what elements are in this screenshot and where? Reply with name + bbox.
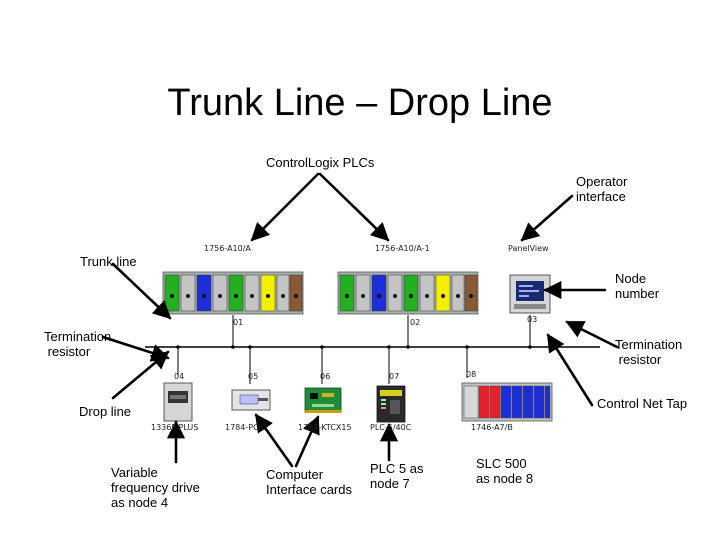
control-net-tap-label: Control Net Tap (597, 396, 688, 411)
arrow-control-net-tap (546, 333, 594, 407)
tap-dot (231, 345, 235, 349)
tap-dots (176, 345, 532, 349)
plc5-label: PLC 5 as node 7 (370, 461, 424, 491)
node-tag-08: 08 (466, 370, 477, 379)
arrow-termination-right (565, 320, 619, 349)
node-tag-05: 05 (248, 372, 259, 381)
tap-dot (176, 345, 180, 349)
node-tag-06: 06 (320, 372, 331, 381)
panelview-tag: PanelView (508, 244, 549, 253)
page-title: Trunk Line – Drop Line (167, 82, 553, 124)
slc500-label: SLC 500 as node 8 (476, 456, 534, 486)
trunk-line-label: Trunk line (80, 254, 137, 269)
pc-interface-card (304, 387, 342, 413)
operator-interface-label: Operator interface (576, 174, 628, 204)
variable-frequency-drive (163, 382, 193, 422)
arrow-computer-right (294, 415, 320, 468)
node-number-label: Node number (615, 271, 660, 301)
drive-model-tag: 1336F PLUS (151, 423, 199, 432)
node-tag-04: 04 (174, 372, 185, 381)
node-tag-07: 07 (389, 372, 400, 381)
controllogix-rack-2 (337, 271, 479, 315)
arrow-controllogix-left (250, 172, 320, 242)
arrow-drop-line (111, 350, 170, 400)
slc500-rack (461, 382, 553, 422)
arrow-computer-left (254, 413, 294, 468)
termination-resistor-left-label: Termination resistor (44, 329, 112, 359)
controllogix-rack-1 (162, 271, 304, 315)
plc5-model-tag: PLC-5/40C (370, 423, 412, 432)
pccard-model-tag: 1784-KTCX15 (298, 423, 352, 432)
tap-dot (528, 345, 532, 349)
drop-cables (177, 315, 531, 384)
drop-line-label: Drop line (79, 404, 132, 419)
pcmcia-model-tag: 1784-PCIC (225, 423, 267, 432)
tap-dot (387, 345, 391, 349)
annotation-arrows (101, 172, 619, 468)
computer-interface-label: Computer Interface cards (266, 467, 352, 497)
slc-model-tag: 1746-A7/B (471, 423, 513, 432)
vfd-label: Variable frequency drive as node 4 (111, 465, 200, 510)
tap-dot (248, 345, 252, 349)
panelview-terminal (509, 274, 551, 314)
arrow-operator (520, 194, 574, 242)
arrow-controllogix-right (318, 172, 390, 242)
plc5-controller (376, 385, 406, 423)
tap-dot (465, 345, 469, 349)
arrow-trunk (111, 262, 172, 320)
tap-dot (406, 345, 410, 349)
controllogix-label: ControlLogix PLCs (266, 155, 375, 170)
tap-dot (320, 345, 324, 349)
rack1-model-tag: 1756-A10/A (204, 244, 251, 253)
rack2-model-tag: 1756-A10/A-1 (375, 244, 430, 253)
termination-resistor-right-label: Termination resistor (615, 337, 683, 367)
node-tag-02: 02 (410, 318, 421, 327)
pcmcia-interface-card (231, 389, 271, 411)
node-tag-03: 03 (527, 315, 538, 324)
node-tag-01: 01 (233, 318, 244, 327)
